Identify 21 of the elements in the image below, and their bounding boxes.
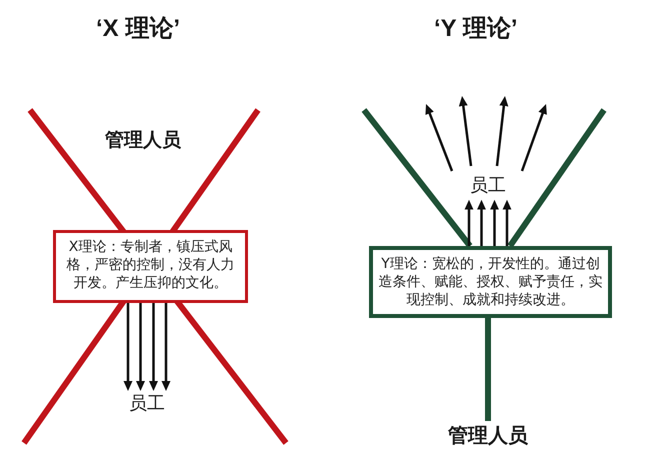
- arrow: [502, 200, 512, 246]
- arrow: [162, 303, 170, 391]
- arrow: [136, 303, 145, 391]
- node-text: 员工: [470, 176, 506, 197]
- arrow: [425, 104, 454, 172]
- text-label: 管理人员: [105, 130, 181, 152]
- node-text: 员工: [129, 394, 165, 415]
- connector-line: [485, 318, 491, 421]
- arrow: [490, 200, 499, 246]
- arrow: [458, 96, 472, 166]
- node-text: 管理人员: [448, 424, 528, 447]
- arrow: [496, 96, 508, 166]
- heading: ‘X 理论’: [96, 15, 180, 43]
- arrow: [520, 104, 547, 172]
- text-box: X理论：专制者，镇压式风格，严密的控制，没有人力开发。产生压抑的文化。: [53, 230, 248, 303]
- arrow: [124, 303, 132, 391]
- arrow: [477, 200, 486, 246]
- heading: ‘Y 理论’: [434, 15, 518, 43]
- arrow: [464, 200, 474, 246]
- arrow: [149, 303, 158, 391]
- text-box: Y理论：宽松的，开发性的。通过创造条件、赋能、授权、赋予责任，实现控制、成就和持续改进。: [369, 246, 612, 318]
